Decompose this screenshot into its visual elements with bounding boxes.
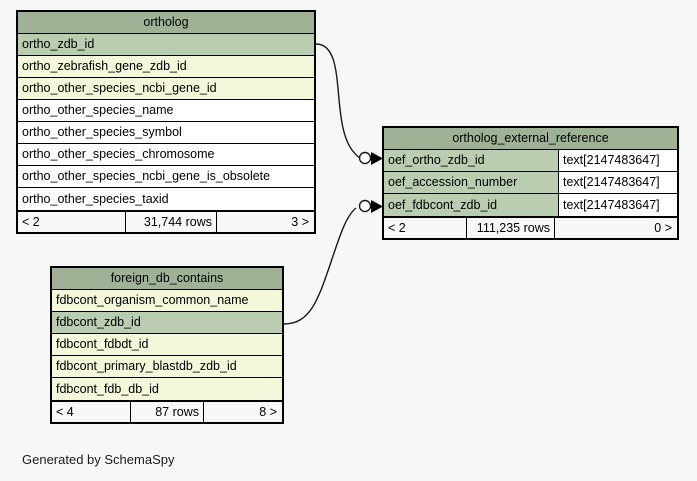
- column-type: text[2147483647]: [558, 150, 677, 171]
- table-row[interactable]: fdbcont_organism_common_name: [52, 290, 282, 312]
- column-name: ortho_other_species_symbol: [18, 122, 314, 143]
- column-name: ortho_other_species_ncbi_gene_id: [18, 78, 314, 99]
- table-row[interactable]: fdbcont_fdb_db_id: [52, 378, 282, 400]
- table-row[interactable]: ortho_zdb_id: [18, 34, 314, 56]
- entity-columns-ortholog: ortho_zdb_id ortho_zebrafish_gene_zdb_id…: [18, 34, 314, 210]
- entity-table-foreign-db-contains[interactable]: foreign_db_contains fdbcont_organism_com…: [50, 266, 284, 424]
- entity-columns-ortholog-external-reference: oef_ortho_zdb_id text[2147483647] oef_ac…: [384, 150, 677, 216]
- child-relations-link[interactable]: 0 >: [654, 220, 672, 235]
- table-row[interactable]: fdbcont_fdbdt_id: [52, 334, 282, 356]
- table-row[interactable]: fdbcont_primary_blastdb_zdb_id: [52, 356, 282, 378]
- column-name: fdbcont_zdb_id: [52, 312, 282, 333]
- table-row[interactable]: ortho_other_species_taxid: [18, 188, 314, 210]
- child-relations-link[interactable]: 8 >: [259, 404, 277, 419]
- row-count-label: 111,235 rows: [467, 218, 555, 238]
- row-count-label: 31,744 rows: [126, 212, 217, 232]
- column-name: fdbcont_organism_common_name: [52, 290, 282, 311]
- column-name: ortho_other_species_name: [18, 100, 314, 121]
- relationship-endpoint-circle: [358, 151, 372, 165]
- table-row[interactable]: ortho_other_species_ncbi_gene_id: [18, 78, 314, 100]
- column-name: ortho_other_species_taxid: [18, 188, 314, 210]
- column-name: ortho_other_species_chromosome: [18, 144, 314, 165]
- parent-relations-link[interactable]: < 2: [18, 212, 126, 232]
- column-name: ortho_other_species_ncbi_gene_is_obsolet…: [18, 166, 314, 187]
- table-row[interactable]: fdbcont_zdb_id: [52, 312, 282, 334]
- column-type: text[2147483647]: [558, 172, 677, 193]
- table-row[interactable]: ortho_other_species_ncbi_gene_is_obsolet…: [18, 166, 314, 188]
- column-name: oef_accession_number: [384, 172, 558, 193]
- table-row[interactable]: ortho_other_species_chromosome: [18, 144, 314, 166]
- table-row[interactable]: ortho_other_species_name: [18, 100, 314, 122]
- diagram-caption: Generated by SchemaSpy: [22, 452, 175, 467]
- entity-title-ortholog: ortholog: [18, 12, 314, 34]
- column-name: oef_fdbcont_zdb_id: [384, 194, 558, 216]
- child-relations-link[interactable]: 3 >: [291, 214, 309, 229]
- row-count-label: 87 rows: [131, 402, 204, 422]
- column-name: fdbcont_fdb_db_id: [52, 378, 282, 400]
- entity-table-ortholog[interactable]: ortholog ortho_zdb_id ortho_zebrafish_ge…: [16, 10, 316, 234]
- entity-title-foreign-db-contains: foreign_db_contains: [52, 268, 282, 290]
- entity-footer-ortholog-external-reference: < 2 111,235 rows 0 >: [384, 216, 677, 238]
- table-row[interactable]: ortho_zebrafish_gene_zdb_id: [18, 56, 314, 78]
- column-type: text[2147483647]: [558, 194, 677, 216]
- table-row[interactable]: oef_ortho_zdb_id text[2147483647]: [384, 150, 677, 172]
- column-name: oef_ortho_zdb_id: [384, 150, 558, 171]
- column-name: ortho_zdb_id: [18, 34, 314, 55]
- entity-columns-foreign-db-contains: fdbcont_organism_common_name fdbcont_zdb…: [52, 290, 282, 400]
- column-name: fdbcont_fdbdt_id: [52, 334, 282, 355]
- entity-title-ortholog-external-reference: ortholog_external_reference: [384, 128, 677, 150]
- column-name: fdbcont_primary_blastdb_zdb_id: [52, 356, 282, 377]
- entity-footer-ortholog: < 2 31,744 rows 3 >: [18, 210, 314, 232]
- table-row[interactable]: ortho_other_species_symbol: [18, 122, 314, 144]
- entity-table-ortholog-external-reference[interactable]: ortholog_external_reference oef_ortho_zd…: [382, 126, 679, 240]
- parent-relations-link[interactable]: < 4: [52, 402, 131, 422]
- relationship-endpoint-circle: [358, 199, 372, 213]
- column-name: ortho_zebrafish_gene_zdb_id: [18, 56, 314, 77]
- table-row[interactable]: oef_fdbcont_zdb_id text[2147483647]: [384, 194, 677, 216]
- table-row[interactable]: oef_accession_number text[2147483647]: [384, 172, 677, 194]
- parent-relations-link[interactable]: < 2: [384, 218, 467, 238]
- relationship-line-ortholog-oef: [315, 43, 383, 165]
- entity-footer-foreign-db-contains: < 4 87 rows 8 >: [52, 400, 282, 422]
